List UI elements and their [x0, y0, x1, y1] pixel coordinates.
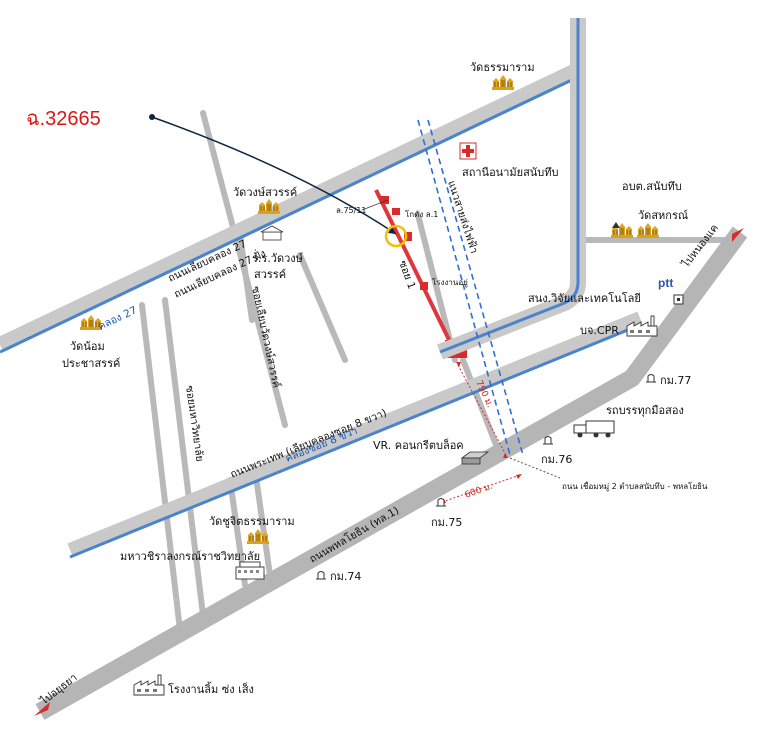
- rice-factory-label: โรงงานลิ้ม ซ่ง เส็ง: [168, 681, 254, 696]
- university-label: มหาวชิราลงกรณ์ราชวิทยาลัย: [120, 550, 260, 563]
- tambon-office-label: อบต.สนับทึบ: [622, 180, 682, 193]
- school-label: ร.ร.วัดวงษ์: [252, 252, 303, 265]
- soi-75-label: ล.75/11: [336, 206, 367, 215]
- temple-chuchit-label: วัดชูจิตธรรมาราม: [209, 515, 295, 528]
- km75-label: กม.75: [431, 516, 462, 529]
- target-circle: [384, 224, 408, 248]
- soi-b-label: ซอยมหาวิทยาลัย: [183, 385, 206, 463]
- cpr-label: บจ.CPR: [580, 324, 619, 337]
- phahon-yothin-road: [35, 226, 748, 720]
- direction-arrows: [34, 228, 744, 716]
- truck-label: รถบรรทุกมือสอง: [606, 404, 684, 417]
- plot-pointer: [149, 114, 397, 235]
- concrete-label: VR. คอนกรีตบล็อค: [373, 438, 464, 452]
- health-station-label: สถานีอนามัยสนับทึบ: [462, 166, 559, 179]
- plot-number: ฉ.32665: [26, 108, 101, 130]
- km74-marker-icon: [315, 571, 327, 580]
- rice-factory-icon: [133, 674, 165, 696]
- truck-icon: [573, 420, 615, 438]
- km77-label: กม.77: [660, 374, 691, 387]
- warehouse-label: โกดัง ล.1: [405, 209, 438, 219]
- red-cross-icon: [459, 142, 477, 160]
- soi-a-label: ซอยเลียบวัดวงษ์สวรรค์: [249, 285, 283, 389]
- distance-600-label: 600 ม.: [464, 482, 495, 501]
- temple-wongsawan-label: วัดวงษ์สวรรค์: [233, 186, 297, 199]
- university-building-icon: [235, 561, 265, 580]
- canal-27: [0, 62, 582, 354]
- small-factory-label: โรงงานอยู่: [432, 277, 468, 288]
- canal27-label: คลอง 27: [96, 304, 139, 332]
- school-icon: [260, 225, 284, 241]
- power-line: [417, 119, 524, 456]
- ptt-logo: ptt: [658, 276, 673, 290]
- temple-thammaram-icon: [491, 74, 515, 91]
- km74-label: กม.74: [330, 570, 361, 583]
- soi1-label: ซอย 1: [396, 259, 417, 291]
- connector-road-label: ถนน เชื่อมหมู่ 2 ตำบลสนับทึบ - พหลโยธิน: [562, 480, 708, 492]
- temple-noi-label: วัดน้อม: [70, 340, 105, 353]
- phahon-label: ถนนพหลโยธิน (ทล.1): [307, 504, 401, 566]
- temple-noi-label-2: ประชาสรรค์: [62, 357, 120, 370]
- school-label-2: สวรรค์: [254, 268, 286, 281]
- research-office-label: สนง.วิจัยและเทคโนโลยี: [528, 291, 641, 305]
- concrete-factory-icon: [460, 451, 490, 465]
- km77-marker-icon: [645, 374, 657, 383]
- temple-thammaram-label: วัดธรรมาราม: [470, 61, 535, 74]
- temple-sahakorn-icon: [610, 222, 660, 239]
- canal-vertical: [437, 18, 586, 360]
- power-line-label: แนวสายส่งไฟฟ้า: [445, 179, 481, 255]
- temple-wongsawan-icon: [257, 198, 281, 215]
- phra-thep-road: [67, 311, 643, 559]
- km75-marker-icon: [435, 498, 447, 507]
- km76-label: กม.76: [541, 453, 572, 466]
- temple-sahakorn-label: วัดสหกรณ์: [638, 209, 688, 222]
